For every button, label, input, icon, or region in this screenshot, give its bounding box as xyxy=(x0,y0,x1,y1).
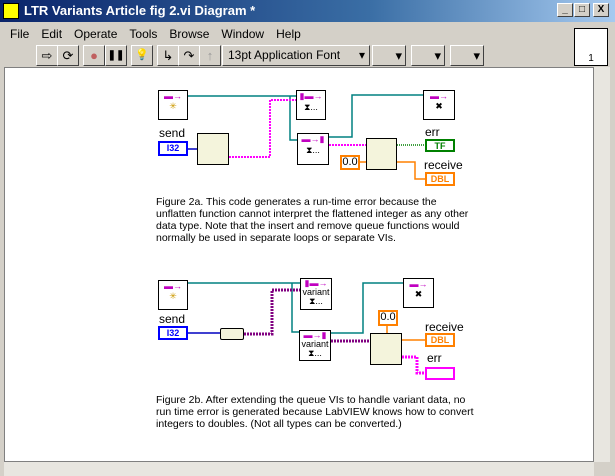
err-label: err xyxy=(427,351,442,365)
error-cluster-wire xyxy=(402,355,425,375)
queue-icon: ▬→ xyxy=(164,91,182,101)
variant-to-data-node[interactable] xyxy=(370,333,402,365)
font-selector[interactable]: 13pt Application Font ▾ xyxy=(222,45,370,66)
highlight-execution-button[interactable]: 💡 xyxy=(131,45,153,66)
menu-bar: File Edit Operate Tools Browse Window He… xyxy=(4,25,307,43)
close-icon: ✖ xyxy=(435,101,443,111)
menu-file[interactable]: File xyxy=(10,27,30,41)
wait-icon: ⧗... xyxy=(308,348,322,358)
remove-queue-element-variant-node[interactable]: ▬→▮variant⧗... xyxy=(299,330,331,361)
receive-indicator[interactable]: DBL xyxy=(425,333,455,347)
receive-label: receive xyxy=(425,320,464,334)
double-wire xyxy=(397,161,425,180)
block-diagram[interactable] xyxy=(4,67,594,462)
queue-icon: ▬→ xyxy=(164,281,182,291)
variant-label: variant xyxy=(301,339,329,349)
close-button[interactable]: X xyxy=(593,3,609,17)
type-constant[interactable]: 0.0 xyxy=(340,155,360,170)
destroy-queue-node[interactable]: ▬→✖ xyxy=(403,278,434,308)
title-bar: LTR Variants Article fig 2.vi Diagram * xyxy=(0,0,615,22)
err-cluster-indicator[interactable] xyxy=(425,367,455,380)
wait-icon: ⧗... xyxy=(306,145,320,155)
abort-button[interactable]: ● xyxy=(83,45,105,66)
distribute-objects-button[interactable]: ▾ xyxy=(411,45,445,66)
menu-help[interactable]: Help xyxy=(276,27,301,41)
unflatten-from-string-node[interactable] xyxy=(366,138,397,170)
queue-icon: ▬→▮ xyxy=(301,134,325,144)
create-queue-node[interactable]: ▬→✳ xyxy=(158,280,188,310)
close-icon: ✖ xyxy=(414,289,423,299)
window-title: LTR Variants Article fig 2.vi Diagram * xyxy=(24,3,256,18)
step-over-button[interactable]: ↷ xyxy=(178,45,200,66)
menu-operate[interactable]: Operate xyxy=(74,27,118,41)
err-label: err xyxy=(425,125,440,139)
menu-edit[interactable]: Edit xyxy=(41,27,63,41)
wait-icon: ⧗... xyxy=(304,102,318,112)
chevron-down-icon: ▾ xyxy=(358,48,365,62)
reorder-button[interactable]: ▾ xyxy=(450,45,484,66)
remove-queue-element-node[interactable]: ▬→▮⧗... xyxy=(297,133,329,165)
figure-2b-caption: Figure 2b. After extending the queue VIs… xyxy=(156,394,474,430)
type-constant[interactable]: 0.0 xyxy=(378,310,398,326)
err-indicator[interactable]: TF xyxy=(425,139,455,152)
queue-ref-wire xyxy=(291,283,299,333)
connector-pane-icon[interactable]: 1 xyxy=(574,28,608,66)
menu-browse[interactable]: Browse xyxy=(169,27,210,41)
receive-indicator[interactable]: DBL xyxy=(425,172,455,186)
font-selector-value: 13pt Application Font xyxy=(228,48,341,62)
send-label: send xyxy=(159,126,186,140)
variant-wire xyxy=(244,288,300,336)
wait-icon: ⧗... xyxy=(309,296,323,306)
flatten-to-string-node[interactable] xyxy=(197,133,229,165)
string-wire xyxy=(229,99,296,158)
queue-icon: ▬→ xyxy=(430,91,448,101)
figure-2a-caption: Figure 2a. This code generates a run-tim… xyxy=(156,196,469,244)
vertical-scrollbar[interactable] xyxy=(594,67,610,462)
menu-window[interactable]: Window xyxy=(221,27,265,41)
to-variant-node[interactable] xyxy=(220,328,244,340)
minimize-button[interactable]: _ xyxy=(557,3,573,17)
create-queue-node[interactable]: ▬→✳ xyxy=(158,90,188,120)
variant-label: variant xyxy=(302,287,330,297)
horizontal-scrollbar[interactable] xyxy=(4,462,594,476)
queue-ref-wire xyxy=(329,94,423,138)
maximize-button[interactable]: □ xyxy=(574,3,590,17)
send-label: send xyxy=(159,312,186,326)
queue-icon: ▬→ xyxy=(409,279,428,289)
run-continuously-button[interactable]: ⟳ xyxy=(57,45,79,66)
insert-queue-element-node[interactable]: ▮▬→⧗... xyxy=(296,90,326,120)
destroy-queue-node[interactable]: ▬→✖ xyxy=(423,90,455,120)
send-control[interactable]: I32 xyxy=(158,141,188,156)
menu-tools[interactable]: Tools xyxy=(129,27,158,41)
pause-button[interactable]: ❚❚ xyxy=(105,45,127,66)
queue-icon: ▬→▮ xyxy=(303,330,327,340)
receive-label: receive xyxy=(424,158,463,172)
insert-queue-element-variant-node[interactable]: ▮▬→variant⧗... xyxy=(300,278,332,310)
queue-ref-wire xyxy=(289,96,297,141)
queue-icon: ▮▬→ xyxy=(299,91,323,101)
align-objects-button[interactable]: ▾ xyxy=(372,45,406,66)
app-icon xyxy=(3,3,19,19)
create-icon: ✳ xyxy=(169,101,177,111)
create-icon: ✳ xyxy=(169,291,177,301)
step-out-button[interactable]: ↑ xyxy=(199,45,221,66)
connector-pane-number: 1 xyxy=(588,53,594,64)
send-control[interactable]: I32 xyxy=(158,326,188,340)
queue-icon: ▮▬→ xyxy=(304,278,328,288)
queue-ref-wire xyxy=(331,282,403,334)
